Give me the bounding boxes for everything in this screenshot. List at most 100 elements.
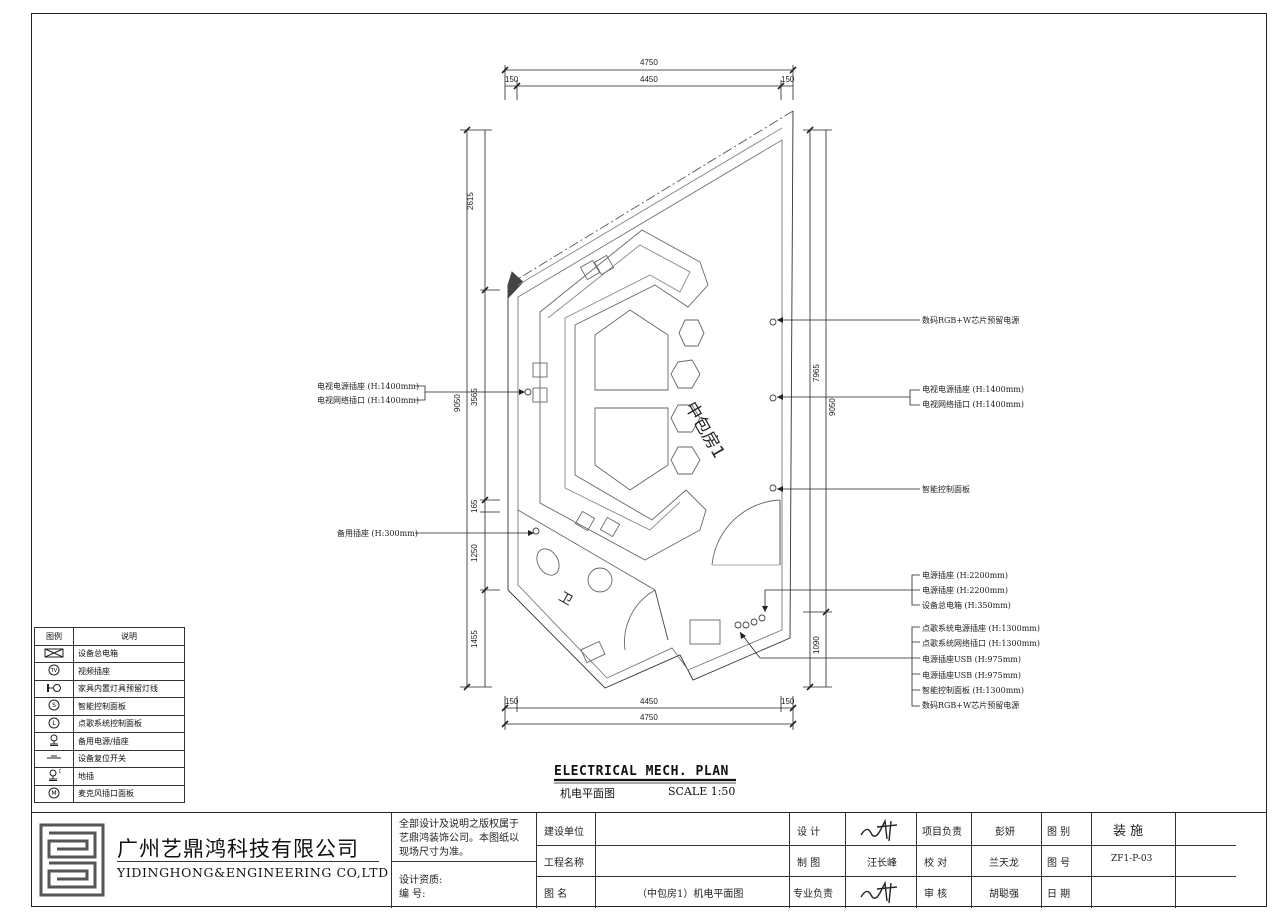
legend-row: 设备复位开关 xyxy=(34,749,185,768)
legend-desc: 点歌系统控制面板 xyxy=(73,714,185,733)
company-name-en: YIDINGHONG&ENGINEERING CO,LTD xyxy=(117,865,389,880)
check-label: 校 对 xyxy=(924,858,948,869)
outer-wall xyxy=(507,110,794,286)
annotation-left-spare: 备用插座 (H:300mm) xyxy=(337,529,418,538)
divider xyxy=(971,813,972,908)
annotation-group1-item: 电源插座 (H:2200mm) xyxy=(922,571,1008,580)
draft-label: 制 图 xyxy=(797,858,821,869)
sink xyxy=(689,619,721,645)
legend-desc: 备用电源/插座 xyxy=(73,732,185,751)
dim-right-seg2: 1090 xyxy=(812,636,821,654)
dim-left-seg3: 165 xyxy=(470,499,479,513)
dim-top-left: 150 xyxy=(505,75,519,84)
drafter-name: 汪长峰 xyxy=(867,858,897,869)
drawing-name-value: （中包房1）机电平面图 xyxy=(637,889,744,900)
drawing-title-en: ELECTRICAL MECH. PLAN xyxy=(554,764,729,779)
divider xyxy=(789,813,790,908)
divider xyxy=(391,861,536,862)
dim-left-seg2: 3565 xyxy=(470,388,479,406)
divider xyxy=(536,845,1236,846)
specialty-label: 专业负责 xyxy=(793,889,833,900)
drawing-title-cn: 机电平面图 xyxy=(560,787,615,800)
pm-label: 项目负责 xyxy=(922,827,962,838)
drawing-no-label: 图 号 xyxy=(1047,858,1071,869)
annotation-right-smart: 智能控制面板 xyxy=(922,485,970,494)
title-block: 广州艺鼎鸿科技有限公司 YIDINGHONG&ENGINEERING CO,LT… xyxy=(31,812,1267,908)
number-label: 编 号: xyxy=(399,889,426,900)
project-label: 工程名称 xyxy=(544,858,584,869)
annotation-right-tv-power: 电视电源插座 (H:1400mm) xyxy=(922,385,1024,394)
dim-bottom-right: 150 xyxy=(781,697,795,706)
dim-left-seg1: 2615 xyxy=(466,192,475,210)
entrance-door-swing xyxy=(711,499,781,566)
legend-row: TV 视频插座 xyxy=(34,662,185,681)
dim-right-total: 9050 xyxy=(828,398,837,416)
legend-row: 家具内置灯具预留灯线 xyxy=(34,679,185,698)
floor-socket-icon: D xyxy=(49,769,62,782)
annotation-group1-item: 电源插座 (H:2200mm) xyxy=(922,586,1008,595)
legend-desc: 设备总电箱 xyxy=(73,644,185,663)
svg-text:S: S xyxy=(52,702,56,709)
table-lower xyxy=(594,407,669,491)
pm-name: 彭妍 xyxy=(995,827,1015,838)
company-name-cn: 广州艺鼎鸿科技有限公司 xyxy=(117,837,359,861)
dim-bottom-total: 4750 xyxy=(640,713,658,722)
legend-row: S 智能控制面板 xyxy=(34,697,185,716)
legend-row: 设备总电箱 xyxy=(34,644,185,663)
dim-left-seg4: 1250 xyxy=(470,544,479,562)
category-label: 图 别 xyxy=(1047,827,1071,838)
copyright-line: 现场尺寸为准。 xyxy=(399,847,469,858)
furniture-light-icon xyxy=(47,683,61,692)
drawing-scale: SCALE 1:50 xyxy=(668,785,736,798)
dim-top-total: 4750 xyxy=(640,58,658,67)
company-underline xyxy=(117,861,379,862)
divider xyxy=(595,813,596,908)
divider xyxy=(1041,813,1042,908)
review-label: 审 核 xyxy=(924,889,948,900)
qualification-label: 设计资质: xyxy=(399,875,443,886)
svg-text:TV: TV xyxy=(50,668,58,674)
reset-switch-icon xyxy=(47,755,61,759)
legend-desc: 视频插座 xyxy=(73,662,185,681)
ktv-panel-icon: L xyxy=(48,717,60,729)
svg-text:M: M xyxy=(51,790,56,797)
dim-left-seg5: 1455 xyxy=(470,630,479,648)
table-upper xyxy=(594,309,669,391)
spare-socket-icon xyxy=(50,734,58,747)
company-logo xyxy=(39,823,105,897)
drawing-border xyxy=(31,13,1267,907)
date-label: 日 期 xyxy=(1047,889,1071,900)
divider xyxy=(536,876,1236,877)
annotation-right-rgb: 数码RGB+W芯片预留电源 xyxy=(922,316,1020,325)
copyright-line: 全部设计及说明之版权属于 xyxy=(399,819,519,830)
legend-row: 备用电源/插座 xyxy=(34,732,185,751)
svg-text:D: D xyxy=(59,769,61,774)
mic-panel-icon: M xyxy=(48,787,60,799)
legend-row: M 麦克风插口面板 xyxy=(34,784,185,803)
signature-specialty xyxy=(860,880,898,904)
divider xyxy=(536,813,537,908)
legend-header-desc: 说明 xyxy=(73,627,185,646)
divider xyxy=(916,813,917,908)
drawing-name-label: 图 名 xyxy=(544,889,568,900)
outer-wall-outline xyxy=(507,110,794,689)
annotation-group2-item: 点歌系统网络插口 (H:1300mm) xyxy=(922,639,1040,648)
client-label: 建设单位 xyxy=(544,827,584,838)
dim-top-right: 150 xyxy=(781,75,795,84)
legend-row: D 地插 xyxy=(34,767,185,786)
tv-socket-icon: TV xyxy=(48,664,60,676)
divider xyxy=(1175,813,1176,908)
copyright-line: 艺鼎鸿装饰公司。本图纸以 xyxy=(399,833,519,844)
legend-desc: 麦克风插口面板 xyxy=(73,784,185,803)
divider xyxy=(845,813,846,908)
annotation-left-tv-network: 电视网络插口 (H:1400mm) xyxy=(317,396,419,405)
distribution-box-icon xyxy=(44,648,64,658)
smart-panel-icon: S xyxy=(48,699,60,711)
legend-desc: 设备复位开关 xyxy=(73,749,185,768)
annotation-right-tv-network: 电视网络插口 (H:1400mm) xyxy=(922,400,1024,409)
legend-desc: 家具内置灯具预留灯线 xyxy=(73,679,185,698)
signature-designer xyxy=(860,818,898,842)
category-value: 装 施 xyxy=(1113,824,1144,839)
annotation-group2-item: 点歌系统电源插座 (H:1300mm) xyxy=(922,624,1040,633)
